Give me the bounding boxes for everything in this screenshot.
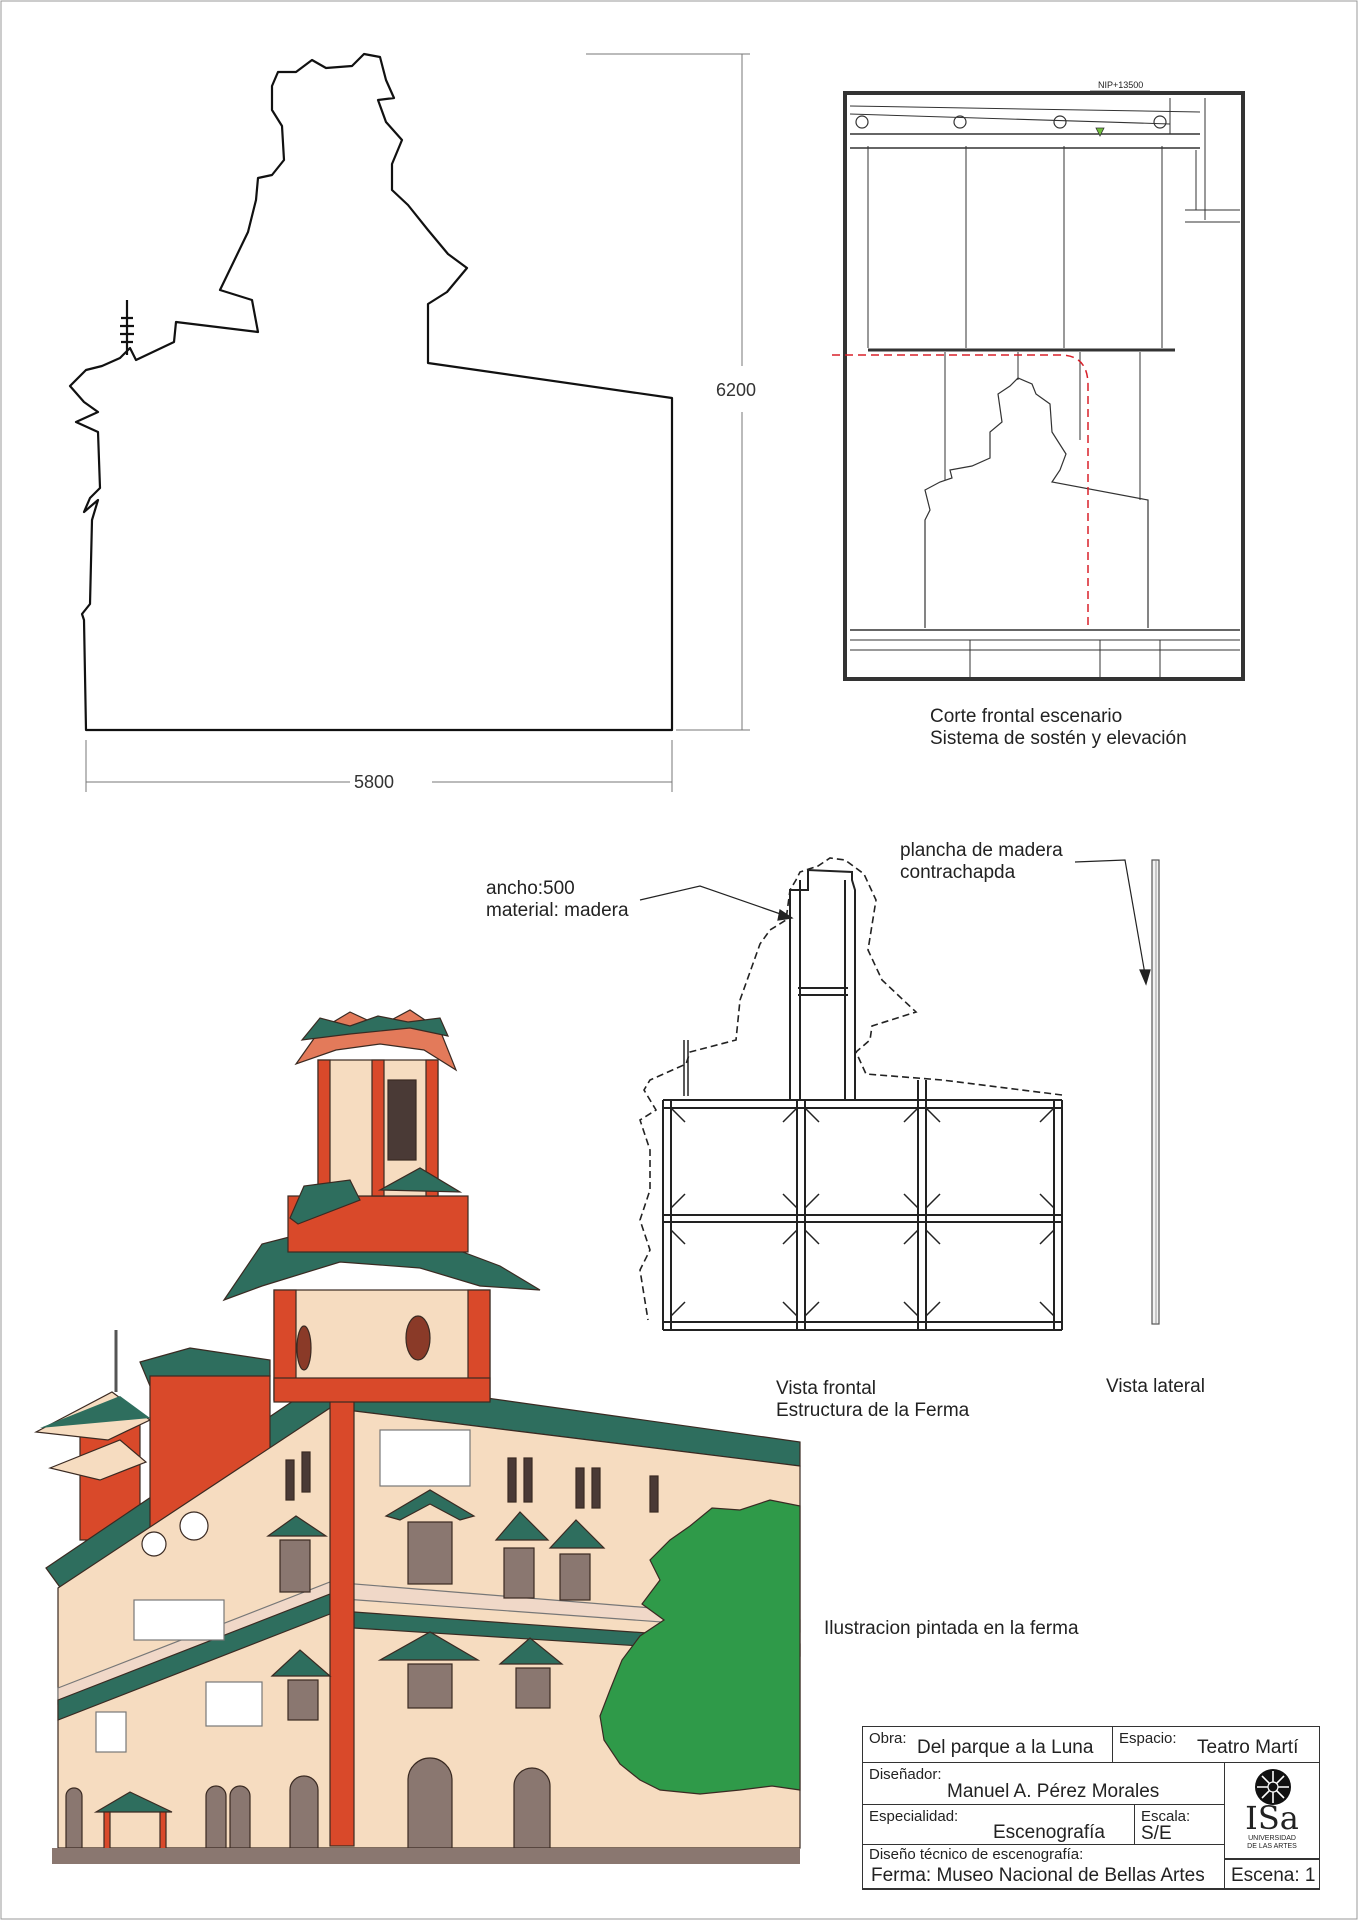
dimension-lines xyxy=(85,53,750,792)
silhouette-outline xyxy=(68,52,674,732)
escena-value: Escena: 1 xyxy=(1231,1865,1316,1886)
title-block: Obra: Del parque a la Luna Espacio: Teat… xyxy=(862,1726,1320,1890)
isa-logo-icon xyxy=(1255,1769,1291,1805)
silhouette-dashed-outline xyxy=(639,857,1063,1321)
especialidad-label: Especialidad: xyxy=(869,1808,959,1825)
front-view-caption-line1: Vista frontal xyxy=(776,1378,876,1399)
callout-plywood-label-2: contrachapda xyxy=(900,862,1016,883)
callout-width-label: ancho:500 xyxy=(486,878,575,899)
disenador-cell: Diseñador: Manuel A. Pérez Morales xyxy=(863,1763,1225,1805)
isa-logo-sub-2: DE LAS ARTES xyxy=(1247,1843,1297,1850)
disenador-label: Diseñador: xyxy=(869,1766,942,1783)
disenador-value: Manuel A. Pérez Morales xyxy=(947,1781,1160,1802)
callout-plywood-label: plancha de madera xyxy=(900,840,1063,861)
obra-label: Obra: xyxy=(869,1730,907,1747)
frame-front-view xyxy=(662,868,1063,1331)
frame-side-view xyxy=(1151,859,1160,1325)
callout-material-label: material: madera xyxy=(486,900,629,921)
espacio-label: Espacio: xyxy=(1119,1730,1177,1747)
level-tag: NIP+13500 xyxy=(1098,80,1144,90)
especialidad-cell: Especialidad: Escenografía xyxy=(863,1805,1135,1845)
callout-arrows xyxy=(639,859,1151,986)
isa-logo-text: ISa xyxy=(1245,1799,1299,1837)
elevation-path-line xyxy=(832,354,1089,630)
diseno-label: Diseño técnico de escenografía: xyxy=(869,1846,1084,1863)
obra-value: Del parque a la Luna xyxy=(917,1737,1094,1758)
obra-cell: Obra: Del parque a la Luna xyxy=(863,1727,1113,1763)
escala-cell: Escala: S/E xyxy=(1135,1805,1225,1845)
section-caption-line2: Sistema de sostén y elevación xyxy=(930,728,1187,749)
especialidad-value: Escenografía xyxy=(993,1822,1105,1843)
espacio-cell: Espacio: Teatro Martí xyxy=(1113,1727,1319,1763)
stage-section-view xyxy=(843,90,1245,681)
height-dimension: 6200 xyxy=(716,380,757,400)
section-caption-line1: Corte frontal escenario xyxy=(930,706,1123,727)
escena-cell: Escena: 1 xyxy=(1225,1859,1319,1889)
front-view-caption-line2: Estructura de la Ferma xyxy=(776,1400,970,1421)
escala-value: S/E xyxy=(1141,1823,1172,1844)
escala-label: Escala: xyxy=(1141,1808,1191,1825)
espacio-value: Teatro Martí xyxy=(1197,1737,1299,1758)
illustration-caption: Ilustracion pintada en la ferma xyxy=(824,1618,1079,1639)
width-dimension: 5800 xyxy=(354,772,395,792)
logo-cell: ISa UNIVERSIDAD DE LAS ARTES xyxy=(1225,1763,1319,1859)
diseno-value: Ferma: Museo Nacional de Bellas Artes xyxy=(871,1865,1205,1886)
side-view-caption: Vista lateral xyxy=(1106,1376,1205,1397)
building-illustration xyxy=(33,1009,801,1864)
diseno-cell: Diseño técnico de escenografía: Ferma: M… xyxy=(863,1845,1225,1889)
isa-logo-sub-1: UNIVERSIDAD xyxy=(1248,1835,1296,1842)
